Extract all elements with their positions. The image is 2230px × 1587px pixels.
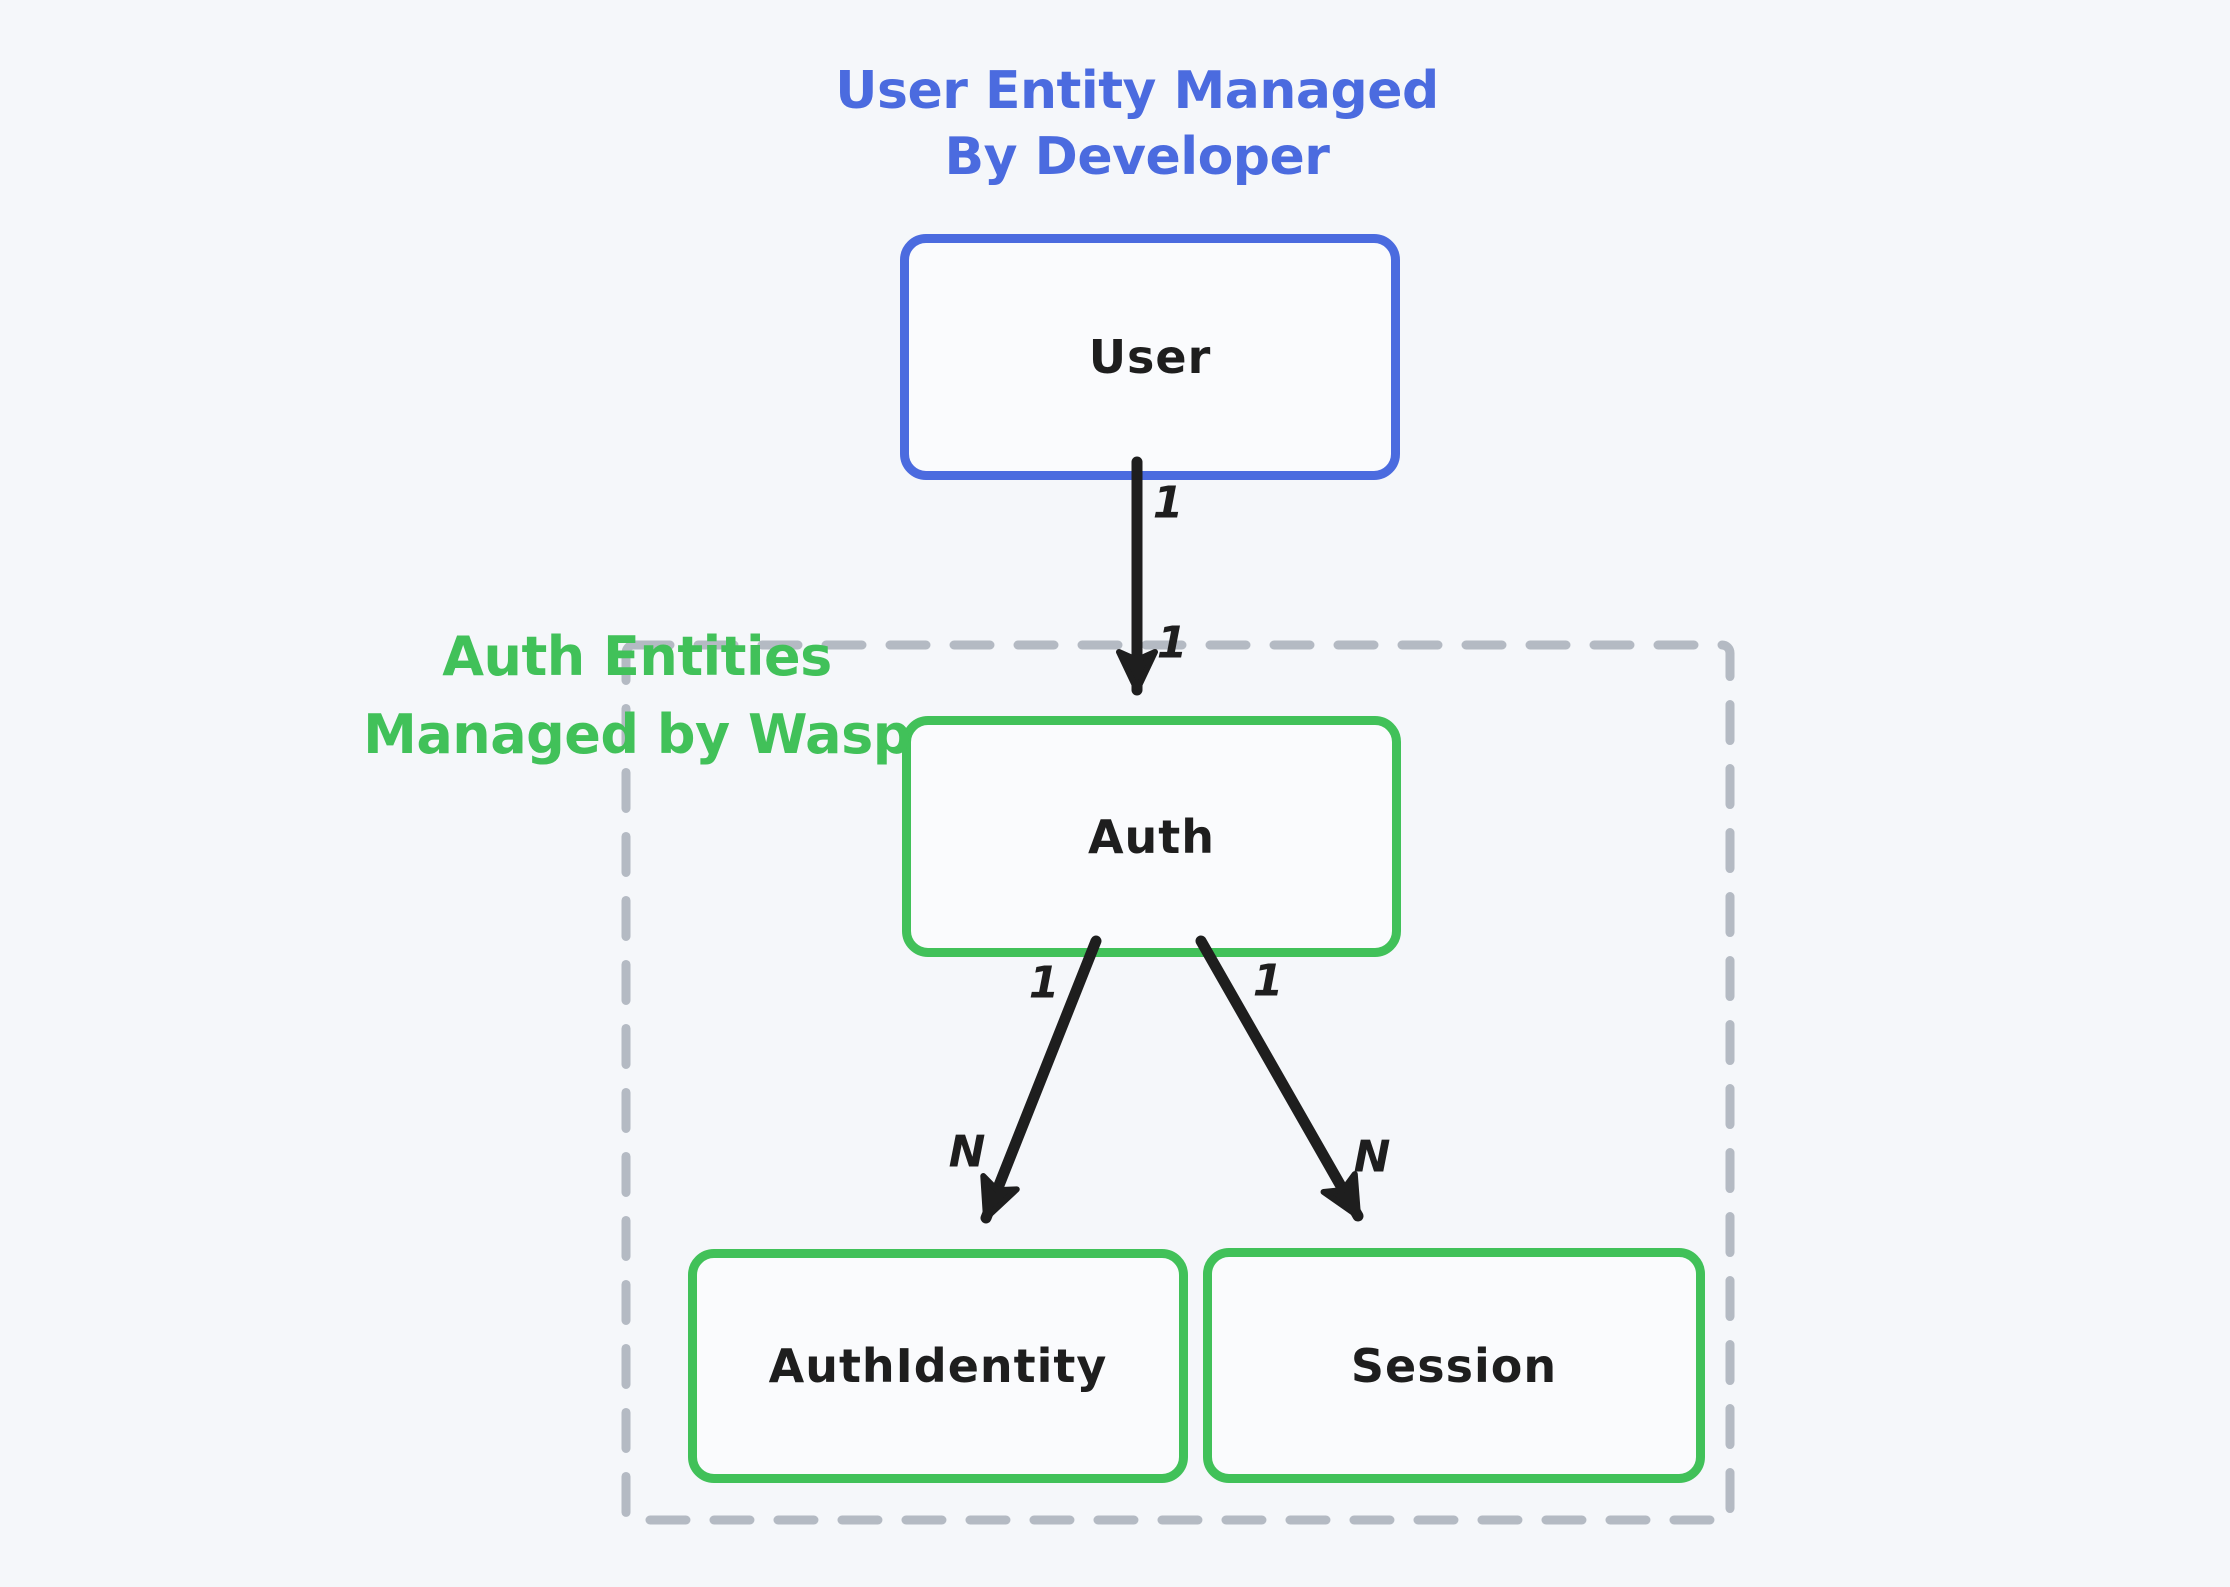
edge-auth-session-target-cardinality: N <box>1353 1131 1391 1183</box>
edge-auth-session-source-cardinality: 1 <box>1252 955 1284 1007</box>
node-user: User <box>900 234 1400 480</box>
node-auth-label: Auth <box>1087 809 1216 864</box>
auth-entities-annotation-line1: Auth Entities <box>442 625 832 688</box>
node-auth-identity: AuthIdentity <box>688 1249 1188 1483</box>
user-entity-annotation: User Entity Managed By Developer <box>637 58 1637 190</box>
node-auth: Auth <box>902 716 1401 957</box>
node-session: Session <box>1203 1248 1705 1483</box>
node-auth-identity-label: AuthIdentity <box>768 1339 1108 1393</box>
auth-entities-annotation: Auth Entities Managed by Wasp <box>137 618 1137 774</box>
edge-user-auth-source-cardinality: 1 <box>1152 477 1184 529</box>
user-entity-annotation-line1: User Entity Managed <box>835 61 1439 121</box>
node-session-label: Session <box>1350 1338 1558 1393</box>
user-entity-annotation-line2: By Developer <box>944 127 1330 187</box>
edge-user-auth-target-cardinality: 1 <box>1156 617 1188 669</box>
edge-auth-authidentity-source-cardinality: 1 <box>1028 957 1060 1009</box>
auth-entities-annotation-line2: Managed by Wasp <box>363 703 911 766</box>
node-user-label: User <box>1088 330 1212 384</box>
edge-auth-authidentity-target-cardinality: N <box>948 1126 986 1178</box>
